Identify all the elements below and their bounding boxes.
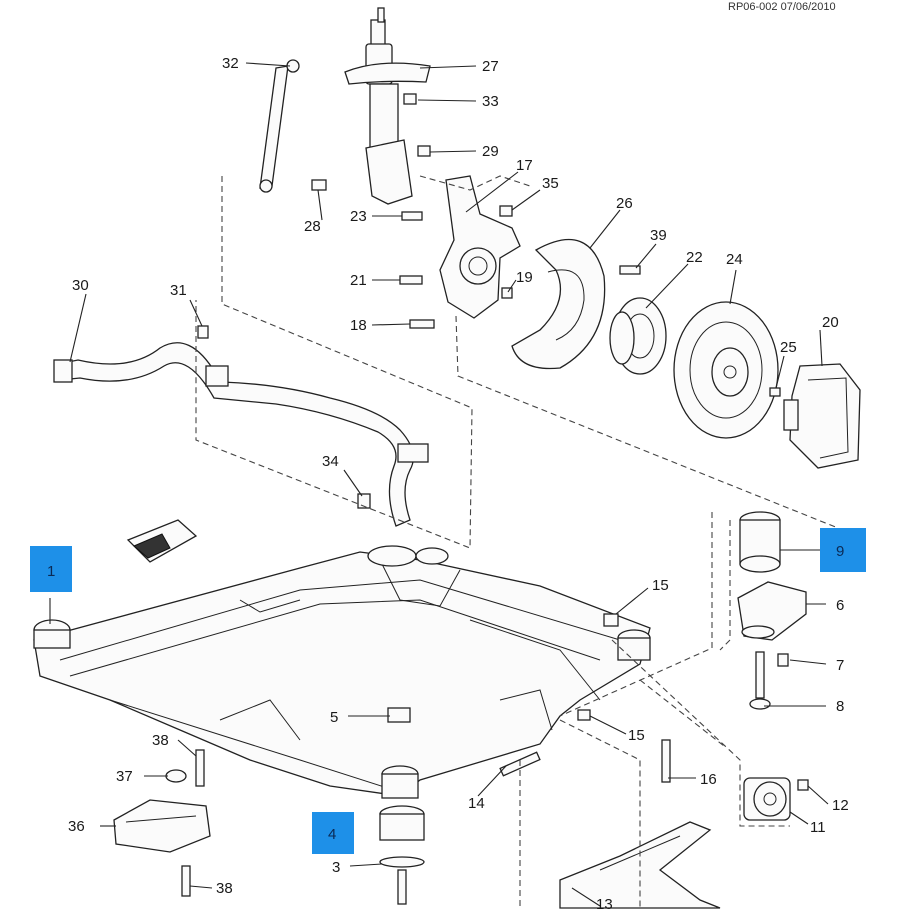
callout-38-lower: 38 (216, 880, 233, 897)
assembly-guide-lines (195, 175, 839, 908)
wheel-hub (609, 297, 667, 375)
front-direction-arrow-icon (126, 519, 198, 563)
subframe-bushing-front-right (367, 545, 449, 567)
callout-33: 33 (482, 93, 499, 110)
callout-14: 14 (468, 795, 485, 812)
callout-12: 12 (832, 797, 849, 814)
callout-26: 26 (616, 195, 633, 212)
callout-labels: 32 27 33 29 17 35 23 28 26 39 22 24 21 1… (47, 55, 849, 912)
callout-15-upper: 15 (652, 577, 669, 594)
callout-19: 19 (516, 269, 533, 286)
subframe-bushing-lower (379, 805, 425, 905)
callout-7: 7 (836, 657, 844, 674)
callout-25: 25 (780, 339, 797, 356)
callout-15-lower: 15 (628, 727, 645, 744)
front-subframe (33, 551, 651, 797)
callout-24: 24 (726, 251, 743, 268)
callout-1: 1 (47, 563, 55, 580)
callout-4: 4 (328, 826, 336, 843)
callout-34: 34 (322, 453, 339, 470)
callout-29: 29 (482, 143, 499, 160)
callout-8: 8 (836, 698, 844, 715)
callout-17: 17 (516, 157, 533, 174)
bolt-8 (749, 651, 771, 710)
callout-22: 22 (686, 249, 703, 266)
subframe-bushing-rear-left (381, 765, 419, 799)
callout-9: 9 (836, 543, 844, 560)
callout-3: 3 (332, 859, 340, 876)
callout-18: 18 (350, 317, 367, 334)
brake-caliper (783, 363, 861, 469)
callout-23: 23 (350, 208, 367, 225)
subframe-bushing-front-left (33, 619, 71, 649)
highlight-box-4 (312, 812, 354, 854)
stabilizer-link (259, 59, 300, 193)
callout-27: 27 (482, 58, 499, 75)
callout-36: 36 (68, 818, 85, 835)
callout-31: 31 (170, 282, 187, 299)
rear-mount-bracket (737, 581, 807, 641)
subframe-bushing-rear-right (617, 629, 651, 661)
highlight-box-1 (30, 546, 72, 592)
brake-dust-shield (511, 238, 606, 370)
callout-11: 11 (810, 819, 826, 836)
rear-mount-bushing (739, 511, 781, 573)
fasteners (181, 93, 809, 897)
callout-leader-lines (49, 62, 829, 907)
callout-20: 20 (822, 314, 839, 331)
callout-35: 35 (542, 175, 559, 192)
stabilizer-bar (53, 342, 429, 527)
control-arm-bushing (743, 777, 791, 821)
callout-32: 32 (222, 55, 239, 72)
brake-rotor (673, 301, 779, 439)
callout-38-upper: 38 (152, 732, 169, 749)
diagram-reference: RP06-002 07/06/2010 (728, 1, 836, 13)
callout-39: 39 (650, 227, 667, 244)
callout-28: 28 (304, 218, 321, 235)
callout-30: 30 (72, 277, 89, 294)
strut-assembly (344, 7, 431, 205)
callout-5: 5 (330, 709, 338, 726)
callout-6: 6 (836, 597, 844, 614)
callout-21: 21 (350, 272, 367, 289)
callout-16: 16 (700, 771, 717, 788)
steering-knuckle (439, 175, 521, 319)
callout-37: 37 (116, 768, 133, 785)
engine-mount-bracket (113, 769, 211, 853)
callout-13: 13 (596, 896, 613, 912)
highlight-box-9 (820, 528, 866, 572)
